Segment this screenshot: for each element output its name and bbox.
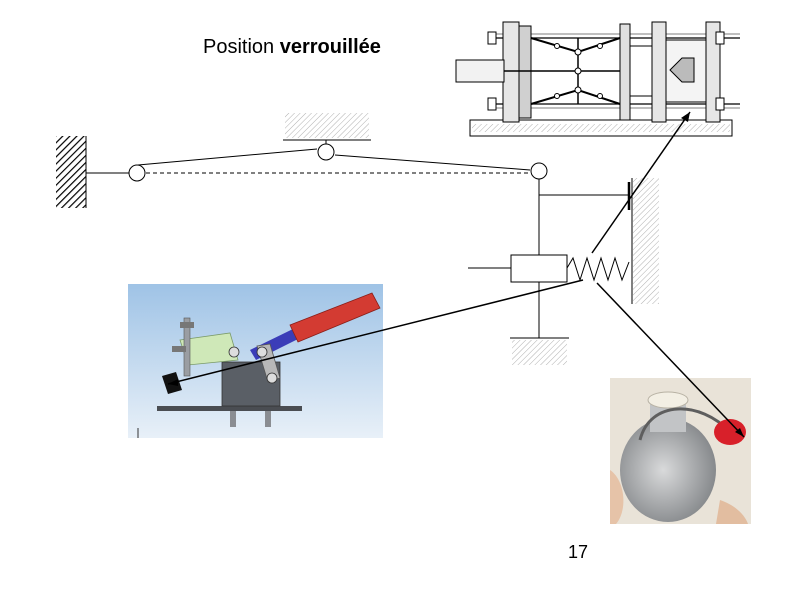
clamp-pivot-1: [256, 346, 268, 358]
moving-mold-half: [629, 45, 653, 97]
clamp-photo: [128, 284, 383, 438]
fixed-platen: [705, 21, 721, 123]
spring: [566, 256, 630, 282]
title-prefix: Position: [203, 36, 275, 58]
page-number: 17: [568, 542, 589, 562]
arrow-to-clamp-head: [168, 379, 178, 386]
drawing-pin-2: [574, 86, 582, 94]
drawing-pin-1: [574, 48, 582, 56]
clamp-spindle-nut-1: [180, 322, 194, 328]
bottle-red-cap: [714, 419, 746, 445]
pivot-right: [530, 162, 548, 180]
arrow-to-machine: [591, 111, 691, 254]
nut-1: [487, 31, 497, 45]
clamp-base-plate: [157, 406, 302, 411]
hand-fingers: [716, 500, 748, 524]
bottom-ground: [512, 340, 567, 365]
clamp-bolt-1: [230, 411, 236, 427]
slider-block: [510, 254, 568, 283]
arrow-to-bottle: [596, 282, 745, 438]
machine-drawing: [455, 21, 740, 137]
nut-3: [715, 31, 725, 45]
arrow-to-machine-head: [681, 112, 690, 122]
drawing-pin-7: [597, 93, 603, 99]
nut-4: [715, 97, 725, 111]
bottle-body: [620, 418, 716, 522]
drawing-pin-5: [554, 93, 560, 99]
title-bold-word: verrouillée: [279, 36, 381, 58]
connector-lines: [167, 111, 745, 438]
clamp-spindle-nut-2: [172, 346, 186, 352]
clamp-bolt-2: [265, 411, 271, 427]
rear-platen-plate: [518, 25, 532, 119]
fixed-mold-plate: [651, 21, 667, 123]
left-wall-ground: [56, 136, 86, 208]
right-wall-ground: [633, 178, 659, 304]
hand-thumb: [610, 470, 624, 524]
mold-cavity: [669, 57, 695, 83]
toggle-link-right: [334, 154, 531, 171]
clamp-pivot-3: [228, 346, 240, 358]
arrow-to-clamp: [167, 279, 584, 385]
nut-2: [487, 97, 497, 111]
top-ground: [285, 113, 369, 138]
pivot-middle: [317, 143, 335, 161]
slide-title: Position verrouillée: [203, 36, 381, 59]
moving-platen: [619, 23, 631, 121]
drawing-pin-6: [597, 43, 603, 49]
clamp-pivot-2: [266, 372, 278, 384]
kinematic-sketch: [56, 113, 659, 365]
rear-platen: [502, 21, 520, 123]
drawing-pin-4: [554, 43, 560, 49]
machine-base-hatch: [472, 124, 730, 132]
clamp-red-handle: [289, 292, 381, 343]
pivot-left: [128, 164, 146, 182]
arrow-to-bottle-head: [735, 428, 744, 437]
bottle-porcelain-stopper: [647, 391, 689, 409]
drawing-pin-3: [574, 67, 582, 75]
bottle-photo: [610, 378, 751, 524]
toggle-link-left: [137, 148, 318, 166]
hydraulic-cylinder: [455, 59, 505, 83]
